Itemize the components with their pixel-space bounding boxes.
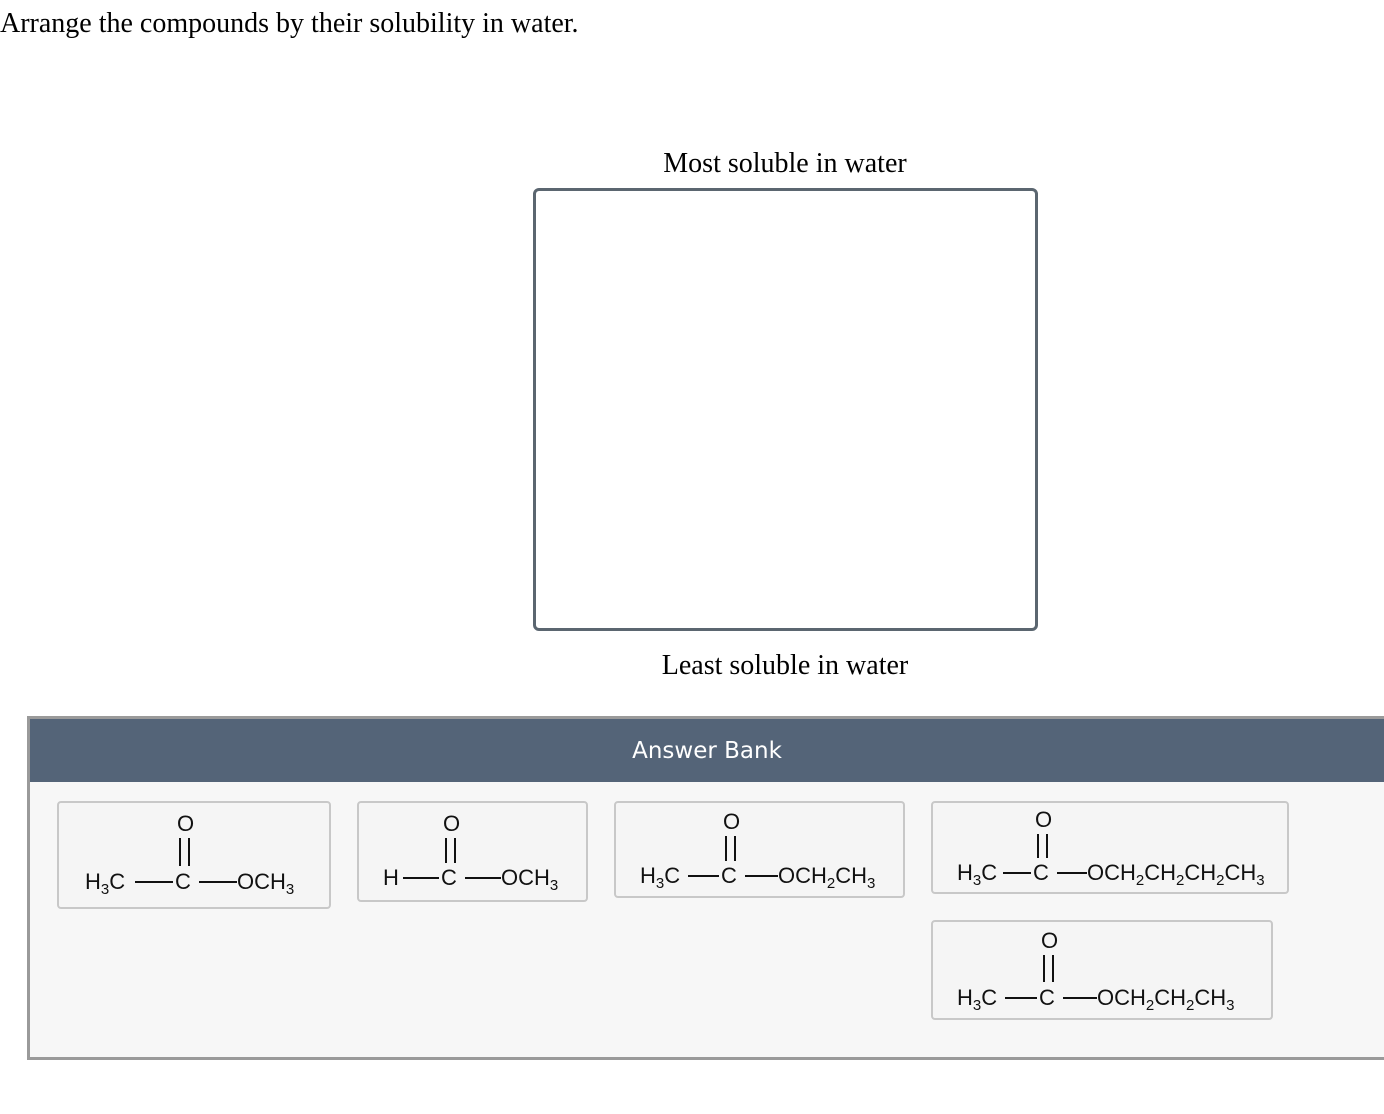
least-soluble-label: Least soluble in water xyxy=(661,650,909,681)
carbonyl-carbon-label: C xyxy=(1039,985,1055,1010)
left-group-label: H3C xyxy=(640,863,680,892)
left-group-label: H3C xyxy=(957,860,997,889)
carbonyl-carbon-label: C xyxy=(441,865,457,890)
compound-tile-propyl-acetate[interactable]: O H3C C OCH2CH2CH3 xyxy=(931,920,1273,1020)
svg-text:OCH2CH2CH2CH3: OCH2CH2CH2CH3 xyxy=(1087,860,1265,889)
right-group-label: OCH2CH2CH2CH3 xyxy=(1087,860,1265,889)
structure-methyl-acetate: O H3C C OCH3 xyxy=(85,811,294,898)
svg-text:OCH3: OCH3 xyxy=(237,869,294,898)
left-group-label: H3C xyxy=(957,985,997,1014)
carbonyl-carbon-label: C xyxy=(175,869,191,894)
compound-tile-methyl-acetate[interactable]: O H3C C OCH3 xyxy=(57,801,331,909)
left-group-label: H xyxy=(383,865,399,890)
question-text: Arrange the compounds by their solubilit… xyxy=(0,8,579,39)
right-group-label: OCH3 xyxy=(501,865,558,894)
structure-propyl-acetate: O H3C C OCH2CH2CH3 xyxy=(957,928,1234,1014)
svg-text:OCH2CH2CH3: OCH2CH2CH3 xyxy=(1097,985,1234,1014)
structure-ethyl-acetate: O H3C C OCH2CH3 xyxy=(640,809,875,892)
svg-text:H: H xyxy=(383,865,399,890)
compound-tile-butyl-acetate[interactable]: O H3C C OCH2CH2CH2CH3 xyxy=(931,801,1289,894)
right-group-label: OCH3 xyxy=(237,869,294,898)
compound-tile-ethyl-acetate[interactable]: O H3C C OCH2CH3 xyxy=(614,801,905,898)
right-group-label: OCH2CH3 xyxy=(778,863,875,892)
carbonyl-oxygen-label: O xyxy=(723,809,740,834)
carbonyl-carbon-label: C xyxy=(721,863,737,888)
structure-butyl-acetate: O H3C C OCH2CH2CH2CH3 xyxy=(957,807,1265,889)
carbonyl-oxygen-label: O xyxy=(1035,807,1052,832)
structure-methyl-formate: O H C OCH3 xyxy=(383,811,558,894)
svg-text:H3C: H3C xyxy=(640,863,680,892)
carbonyl-oxygen-label: O xyxy=(177,811,194,836)
svg-text:OCH3: OCH3 xyxy=(501,865,558,894)
right-group-label: OCH2CH2CH3 xyxy=(1097,985,1234,1014)
svg-text:OCH2CH3: OCH2CH3 xyxy=(778,863,875,892)
left-group-label: H3C xyxy=(85,869,125,898)
carbonyl-oxygen-label: O xyxy=(1041,928,1058,953)
svg-text:H3C: H3C xyxy=(957,860,997,889)
answer-bank-header: Answer Bank xyxy=(30,719,1384,782)
carbonyl-oxygen-label: O xyxy=(443,811,460,836)
carbonyl-carbon-label: C xyxy=(1033,860,1049,885)
svg-text:H3C: H3C xyxy=(85,869,125,898)
ranking-drop-zone[interactable] xyxy=(533,188,1038,631)
most-soluble-label: Most soluble in water xyxy=(663,148,907,179)
answer-bank: Answer Bank O H3C C OCH3 O xyxy=(27,716,1384,1060)
svg-text:H3C: H3C xyxy=(957,985,997,1014)
compound-tile-methyl-formate[interactable]: O H C OCH3 xyxy=(357,801,588,902)
